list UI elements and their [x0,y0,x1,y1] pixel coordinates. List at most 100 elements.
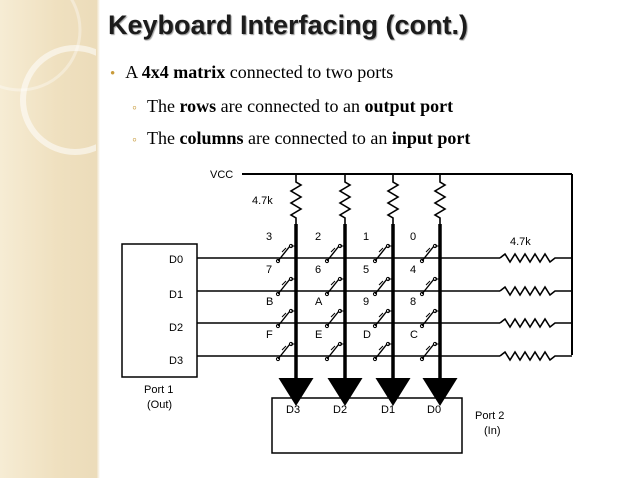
bullet-text: A [125,62,142,82]
bullet-text: The [146,128,180,148]
port1-pin-d3: D3 [169,355,183,367]
sub-bullet-ring-icon: ◦ [132,101,137,116]
key-switch-contact-3 [275,258,281,264]
key-switch-contact-9 [372,323,378,329]
port2-pin-d1: D1 [381,404,395,416]
key-switch-7 [277,278,291,295]
key-label-D: D [363,329,371,341]
row-pullup-resistor-1 [499,285,572,297]
port2-pin-d3: D3 [286,404,300,416]
key-label-B: B [266,296,273,308]
key-switch-lever-B [281,312,287,318]
key-switch-contact-4 [419,291,425,297]
key-switch-contact-A [324,323,330,329]
key-switch-contact-0 [419,258,425,264]
port1-box [121,243,198,378]
key-label-1: 1 [363,231,369,243]
column-pullup-resistor-0 [289,174,303,224]
key-switch-3 [277,245,291,262]
key-switch-B [277,310,291,327]
row-pullup-resistor-3 [499,350,572,362]
key-switch-lever-3 [281,247,287,253]
decorative-left-band [0,0,96,478]
sub-bullet-columns: ◦The columns are connected to an input p… [132,128,470,149]
key-label-F: F [266,329,273,341]
sub-bullet-rows: ◦ The rows are connected to an output por… [132,96,453,117]
key-switch-4 [421,278,435,295]
key-switch-contact-2 [324,258,330,264]
key-switch-lever-0 [425,247,431,253]
key-label-9: 9 [363,296,369,308]
bullet-dot-icon: • [110,66,116,82]
key-switch-contact-6 [324,291,330,297]
key-label-7: 7 [266,264,272,276]
port1-pin-d0: D0 [169,254,183,266]
port2-direction: (In) [484,425,501,437]
key-label-E: E [315,329,322,341]
sub-bullet-ring-icon: ◦ [132,133,137,148]
key-switch-lever-5 [378,280,384,286]
column-pullup-resistor-3 [433,174,447,224]
key-switch-contact-B [275,323,281,329]
key-switch-2 [326,245,340,262]
key-switch-5 [374,278,388,295]
key-label-A: A [315,296,323,308]
key-label-8: 8 [410,296,416,308]
key-switch-lever-E [330,345,336,351]
key-switch-lever-F [281,345,287,351]
bullet-bold: columns [179,128,244,148]
port2-pin-d0: D0 [427,404,441,416]
bullet-bold: rows [179,96,217,116]
column-pullup-resistor-1 [338,174,352,224]
key-switch-C [421,343,435,360]
key-switch-F [277,343,291,360]
key-switch-contact-1 [372,258,378,264]
key-label-C: C [410,329,418,341]
key-switch-contact-E [324,356,330,362]
slide-title: Keyboard Interfacing (cont.) [108,10,469,40]
key-switch-6 [326,278,340,295]
key-label-3: 3 [266,231,272,243]
key-switch-0 [421,245,435,262]
key-switch-lever-1 [378,247,384,253]
key-switch-8 [421,310,435,327]
key-switch-lever-D [378,345,384,351]
key-switch-lever-C [425,345,431,351]
row-resistor-label: 4.7k [510,236,531,248]
key-label-6: 6 [315,264,321,276]
key-switch-contact-F [275,356,281,362]
key-switch-lever-A [330,312,336,318]
port1-direction: (Out) [147,399,172,411]
key-label-2: 2 [315,231,321,243]
bullet-text: are connected to an [216,96,365,116]
key-switch-contact-C [419,356,425,362]
bullet-text: are connected to an [243,128,392,148]
port2-pin-d2: D2 [333,404,347,416]
port1-name: Port 1 [144,384,173,396]
key-switch-1 [374,245,388,262]
port1-pin-d2: D2 [169,322,183,334]
key-switch-E [326,343,340,360]
key-switch-lever-4 [425,280,431,286]
bullet-text: connected to two ports [225,62,394,82]
key-switch-contact-8 [419,323,425,329]
bullet-bold: output port [364,96,454,116]
band-edge [96,0,100,478]
key-label-0: 0 [410,231,416,243]
key-switch-9 [374,310,388,327]
bullet-text: The [146,96,180,116]
key-label-4: 4 [410,264,416,276]
key-switch-lever-6 [330,280,336,286]
port2-name: Port 2 [475,410,504,422]
col-resistor-label: 4.7k [252,195,273,207]
port2-box [271,397,463,454]
row-pullup-resistor-0 [499,252,572,264]
key-switch-A [326,310,340,327]
key-switch-lever-8 [425,312,431,318]
column-pullup-resistor-2 [386,174,400,224]
key-switch-lever-2 [330,247,336,253]
key-switch-contact-D [372,356,378,362]
row-pullup-resistor-2 [499,317,572,329]
